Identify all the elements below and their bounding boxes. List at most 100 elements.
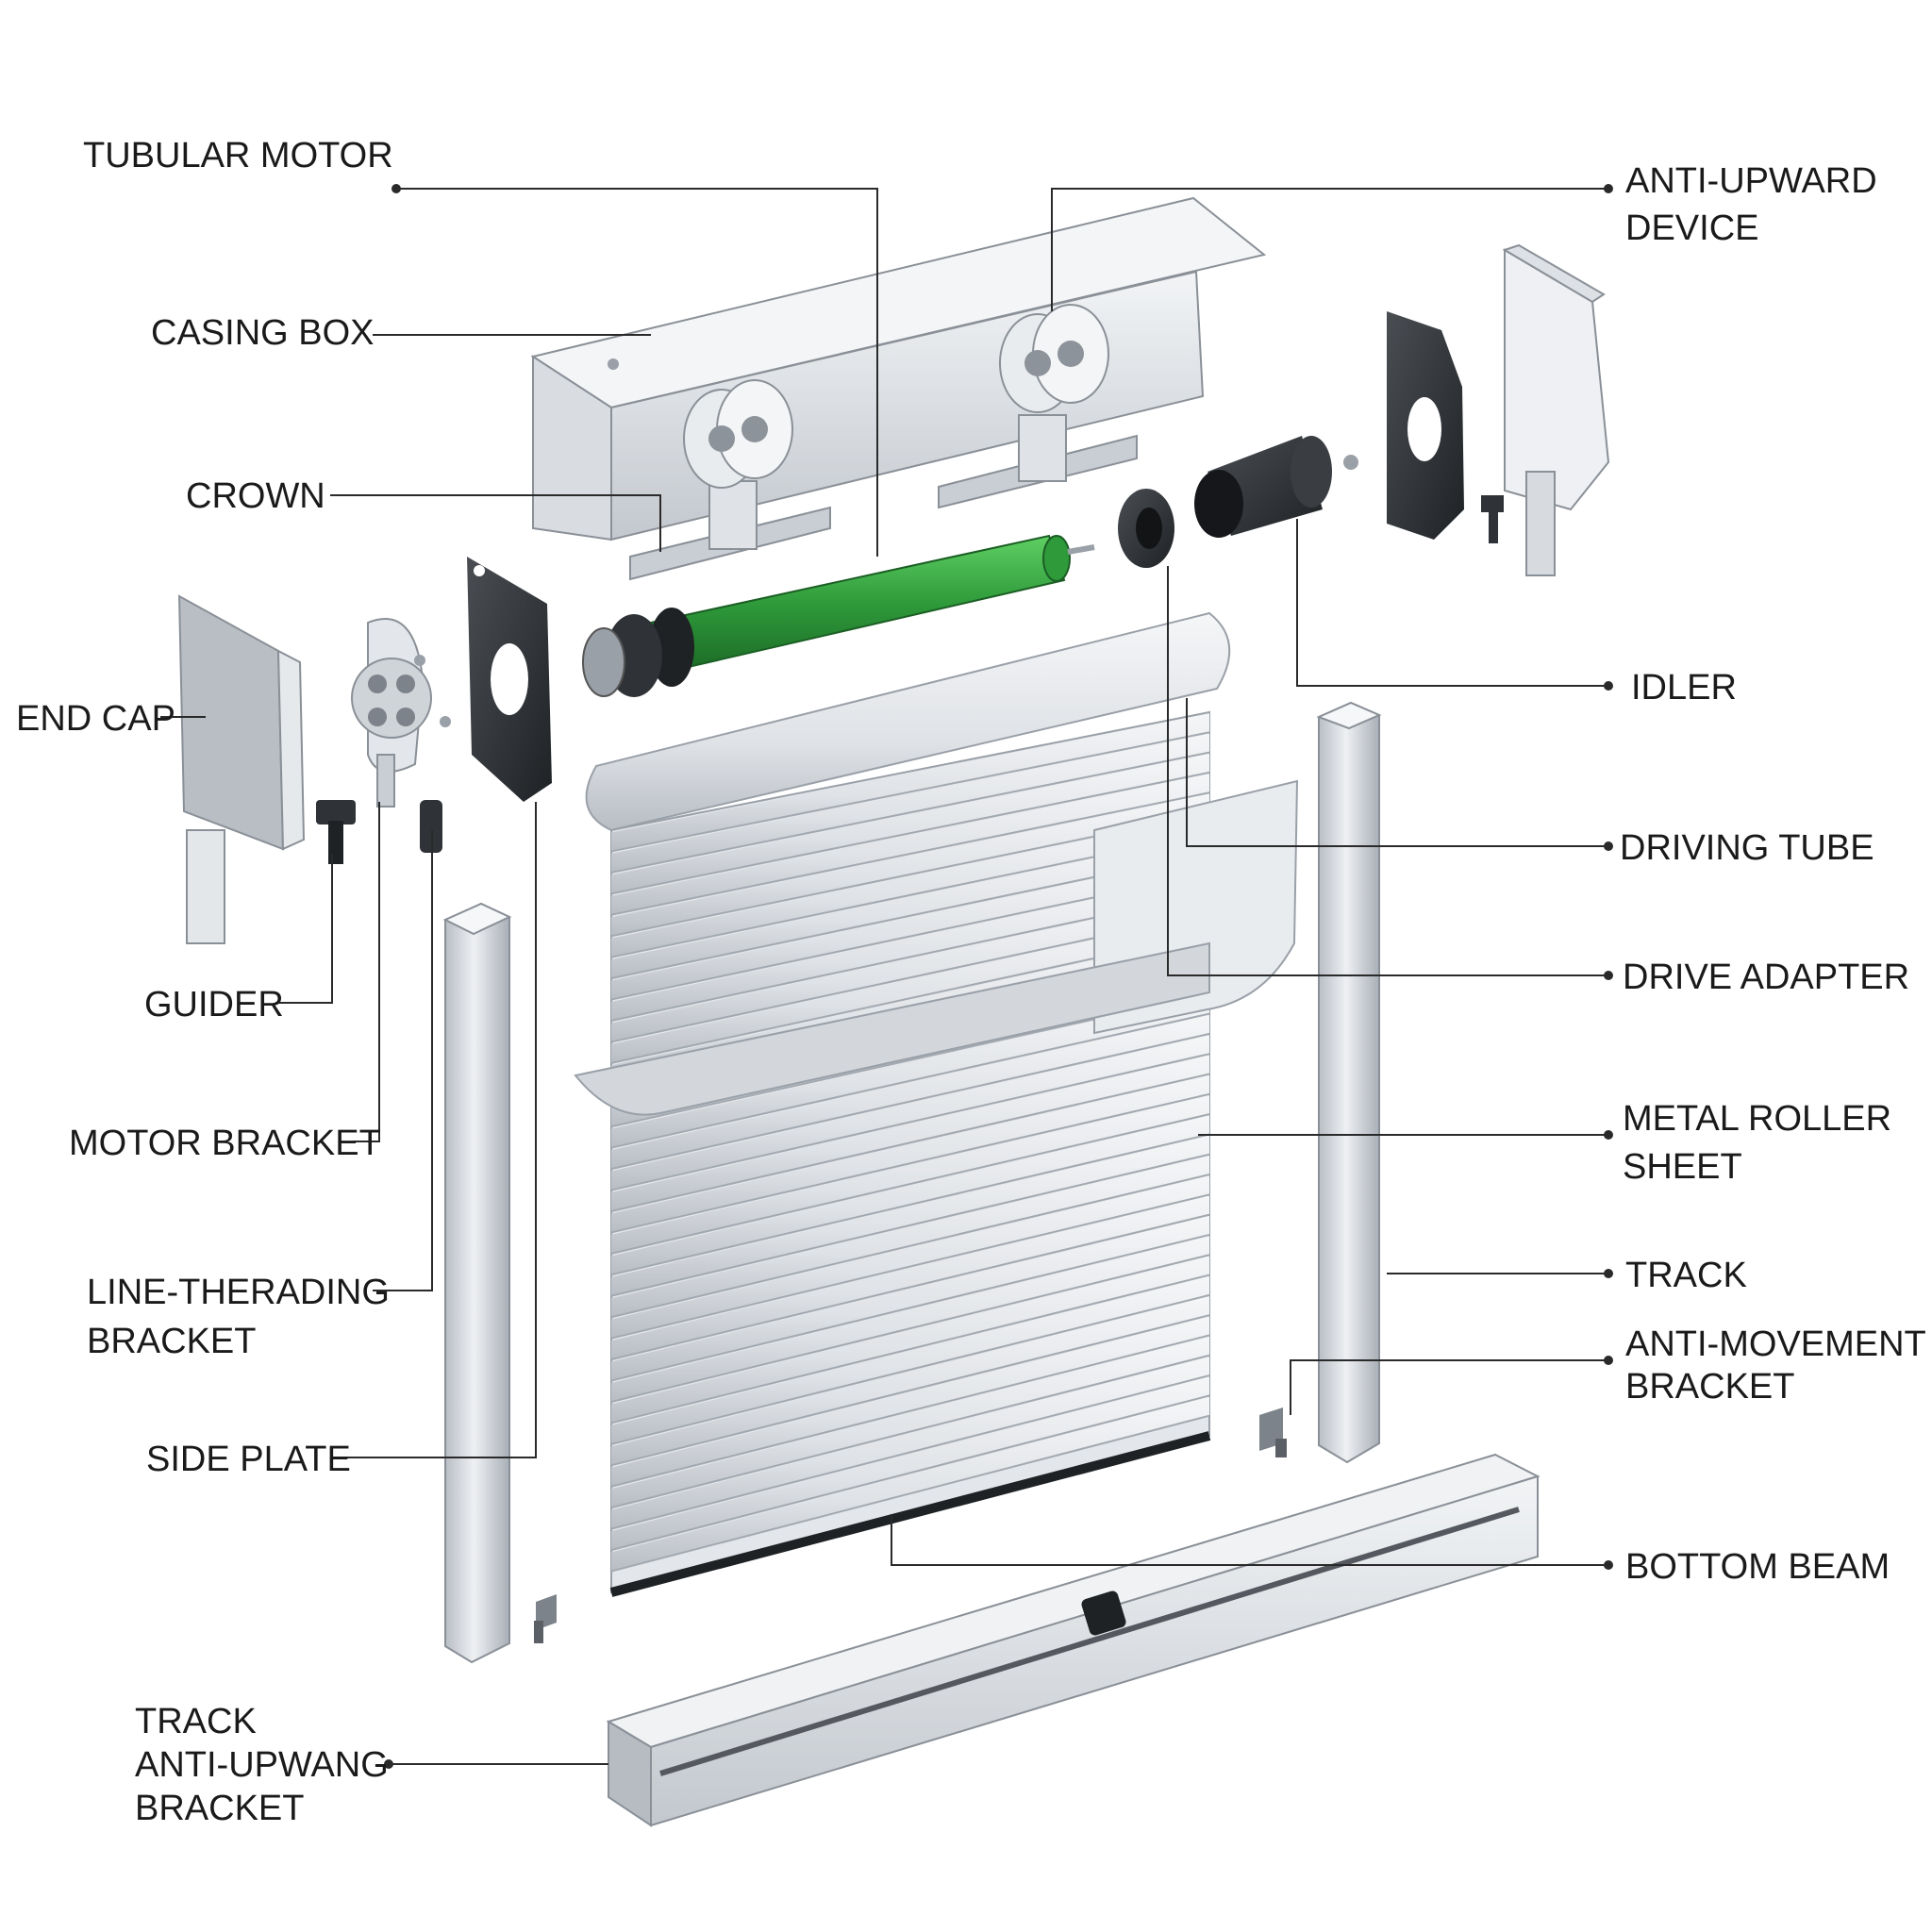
roller-slat bbox=[611, 1074, 1209, 1233]
roller-slat bbox=[611, 1095, 1209, 1254]
roller-slat bbox=[611, 1014, 1209, 1170]
roller-slat-groove bbox=[610, 791, 1210, 916]
label-casing-box: CASING BOX bbox=[151, 313, 375, 353]
label-anti-movement-bracket-line2: BRACKET bbox=[1625, 1367, 1794, 1407]
labels: TUBULAR MOTOR CASING BOX CROWN END CAP G… bbox=[16, 136, 1932, 1828]
motor-bracket bbox=[351, 618, 432, 808]
label-metal-roller-sheet-line2: SHEET bbox=[1623, 1147, 1742, 1187]
roller-slat bbox=[611, 914, 1209, 1063]
label-metal-roller-sheet: METAL ROLLER SHEET bbox=[1623, 1099, 1902, 1187]
label-track: TRACK bbox=[1625, 1256, 1747, 1295]
label-line-threading-bracket: LINE-THERADING BRACKET bbox=[87, 1273, 399, 1361]
roller-slat bbox=[611, 1215, 1209, 1381]
roller-slat bbox=[611, 774, 1209, 915]
roller-slat bbox=[611, 834, 1209, 979]
end-cap-left bbox=[177, 594, 306, 944]
anti-upwang-bracket-left bbox=[534, 1594, 557, 1643]
roller-slat bbox=[611, 1236, 1209, 1402]
label-anti-upward-device-line2: DEVICE bbox=[1625, 208, 1758, 248]
label-drive-adapter: DRIVE ADAPTER bbox=[1623, 958, 1909, 997]
label-guider: GUIDER bbox=[144, 985, 284, 1024]
label-metal-roller-sheet-line1: METAL ROLLER bbox=[1623, 1099, 1891, 1139]
roller-slat bbox=[611, 1195, 1209, 1360]
roller-slat-groove bbox=[610, 1012, 1210, 1149]
drive-adapter-ring bbox=[1118, 489, 1174, 568]
label-anti-upward-device-line1: ANTI-UPWARD bbox=[1625, 161, 1877, 201]
roller-slat bbox=[611, 1055, 1209, 1211]
roller-slat bbox=[611, 1275, 1209, 1444]
anti-movement-bracket bbox=[1259, 1407, 1287, 1457]
label-track-anti-upwang-bracket: TRACK ANTI-UPWANG BRACKET bbox=[135, 1702, 398, 1828]
roller-slat bbox=[611, 994, 1209, 1148]
roller-slat-groove bbox=[610, 1092, 1210, 1234]
leader-lines bbox=[160, 184, 1613, 1769]
roller-slat-groove bbox=[610, 1414, 1210, 1573]
bottom-beam bbox=[606, 1453, 1541, 1827]
roller-slat-groove bbox=[610, 1334, 1210, 1488]
roller-slat bbox=[611, 854, 1209, 1000]
label-driving-tube: DRIVING TUBE bbox=[1620, 828, 1874, 868]
roller-slat-groove bbox=[610, 1073, 1210, 1212]
roller-slat bbox=[611, 713, 1209, 852]
side-plate-left bbox=[467, 557, 552, 802]
label-anti-movement-bracket: ANTI-MOVEMENT BRACKET bbox=[1625, 1324, 1932, 1407]
track-right bbox=[1316, 701, 1382, 1464]
roller-slat bbox=[611, 1135, 1209, 1296]
idler bbox=[1194, 436, 1358, 538]
roller-slat-groove bbox=[610, 1293, 1210, 1445]
crown-bracket-left bbox=[629, 379, 831, 581]
roller-slat bbox=[611, 1396, 1209, 1572]
label-line-threading-bracket-line2: BRACKET bbox=[87, 1322, 256, 1361]
roller-slat-groove bbox=[610, 1174, 1210, 1319]
roller-slat-groove bbox=[610, 1133, 1210, 1276]
roller-slat-groove bbox=[610, 1314, 1210, 1467]
label-anti-movement-bracket-line1: ANTI-MOVEMENT bbox=[1625, 1324, 1926, 1364]
line-threading-bracket bbox=[414, 655, 451, 853]
roller-slat bbox=[611, 733, 1209, 873]
tubular-motor bbox=[582, 534, 1095, 697]
label-track-anti-upwang-bracket-line1: TRACK bbox=[135, 1702, 257, 1741]
roller-slat bbox=[611, 874, 1209, 1021]
roller-slat-groove bbox=[610, 1213, 1210, 1361]
roller-slat bbox=[611, 894, 1209, 1042]
roller-slat bbox=[611, 793, 1209, 937]
roller-slat bbox=[611, 1156, 1209, 1318]
roller-slat-groove bbox=[610, 731, 1210, 853]
roller-slat-groove bbox=[610, 1394, 1210, 1552]
roller-slat-groove bbox=[610, 1274, 1210, 1424]
roller-slat bbox=[611, 1357, 1209, 1529]
metal-roller-sheet bbox=[574, 611, 1299, 1597]
roller-slat-groove bbox=[610, 1032, 1210, 1171]
roller-slat-groove bbox=[610, 1053, 1210, 1191]
label-track-anti-upwang-bracket-line3: BRACKET bbox=[135, 1789, 304, 1828]
roller-slat-groove bbox=[610, 1233, 1210, 1382]
roller-slat bbox=[611, 1296, 1209, 1466]
label-side-plate: SIDE PLATE bbox=[146, 1440, 351, 1479]
roller-slat-groove bbox=[610, 1374, 1210, 1530]
side-plate-right bbox=[1387, 311, 1464, 540]
label-bottom-beam: BOTTOM BEAM bbox=[1625, 1547, 1890, 1587]
casing-box bbox=[530, 196, 1267, 541]
end-cap-right bbox=[1481, 243, 1610, 576]
roller-slat bbox=[611, 1256, 1209, 1424]
label-idler: IDLER bbox=[1631, 668, 1737, 708]
label-line-threading-bracket-line1: LINE-THERADING bbox=[87, 1273, 390, 1312]
guider bbox=[316, 800, 356, 864]
roller-slat bbox=[611, 1376, 1209, 1551]
roller-slat-groove bbox=[610, 1193, 1210, 1340]
label-motor-bracket: MOTOR BRACKET bbox=[69, 1124, 381, 1163]
roller-slat bbox=[611, 1035, 1209, 1191]
roller-slat-groove bbox=[610, 771, 1210, 895]
roller-slat-groove bbox=[610, 1254, 1210, 1403]
track-left bbox=[442, 902, 512, 1664]
roller-slat bbox=[611, 753, 1209, 894]
label-track-anti-upwang-bracket-line2: ANTI-UPWANG bbox=[135, 1745, 389, 1785]
roller-slat bbox=[611, 813, 1209, 958]
roller-slat bbox=[611, 1115, 1209, 1275]
roller-slat-groove bbox=[610, 751, 1210, 874]
roller-slat bbox=[611, 1316, 1209, 1487]
roller-slat bbox=[611, 1175, 1209, 1339]
roller-slat-groove bbox=[610, 1113, 1210, 1255]
roller-slat bbox=[611, 1336, 1209, 1508]
